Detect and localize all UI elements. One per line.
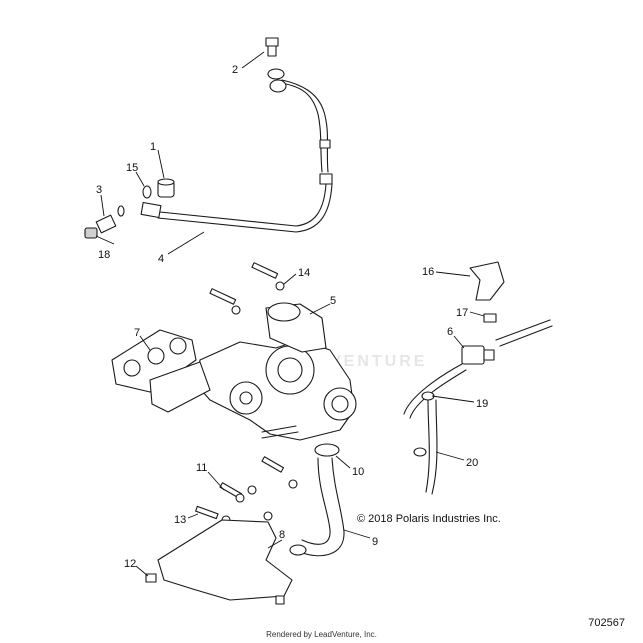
part-12-bolt[interactable] bbox=[145, 573, 285, 605]
part-17-bolt[interactable] bbox=[483, 313, 497, 323]
callout-15: 15 bbox=[126, 162, 138, 174]
callout-17: 17 bbox=[456, 307, 468, 319]
part-9-hose[interactable] bbox=[289, 457, 345, 557]
part-2-banjo-bolt[interactable] bbox=[265, 37, 279, 57]
callout-9: 9 bbox=[372, 536, 378, 548]
leader-lines bbox=[95, 51, 485, 577]
part-4-oil-feed-line[interactable] bbox=[140, 68, 333, 233]
diagram-reference-number: 702567 bbox=[588, 617, 625, 629]
rendered-by-footer: Rendered by LeadVenture, Inc. bbox=[266, 630, 377, 639]
callout-4: 4 bbox=[158, 253, 164, 265]
copyright-notice: © 2018 Polaris Industries Inc. bbox=[357, 513, 501, 525]
callout-12: 12 bbox=[124, 558, 136, 570]
callout-13: 13 bbox=[174, 514, 186, 526]
callout-20: 20 bbox=[466, 457, 478, 469]
part-16-bracket[interactable] bbox=[469, 261, 505, 301]
part-8-heat-shield[interactable] bbox=[157, 511, 293, 601]
callout-2: 2 bbox=[232, 64, 238, 76]
callout-7: 7 bbox=[134, 327, 140, 339]
part-1-fitting[interactable] bbox=[157, 178, 175, 198]
callout-8: 8 bbox=[279, 529, 285, 541]
part-7-gasket[interactable] bbox=[111, 329, 197, 393]
callout-19: 19 bbox=[476, 398, 488, 410]
part-5-turbocharger[interactable] bbox=[149, 302, 357, 441]
callout-18: 18 bbox=[98, 249, 110, 261]
part-15-washer[interactable] bbox=[142, 185, 152, 199]
callout-16: 16 bbox=[422, 266, 434, 278]
watermark-text: VENTURE bbox=[330, 353, 427, 370]
part-11-bolt[interactable] bbox=[219, 456, 298, 503]
callout-1: 1 bbox=[150, 141, 156, 153]
callout-6: 6 bbox=[447, 326, 453, 338]
callout-5: 5 bbox=[330, 295, 336, 307]
callout-11: 11 bbox=[196, 462, 207, 474]
part-20-hose[interactable] bbox=[413, 399, 438, 495]
callout-labels: 1 2 3 4 5 6 7 8 9 10 11 12 13 14 15 16 1… bbox=[96, 64, 488, 570]
part-14-stud[interactable] bbox=[209, 262, 285, 315]
part-6-valve[interactable] bbox=[403, 319, 553, 419]
part-10-clamp[interactable] bbox=[314, 443, 340, 457]
callout-14: 14 bbox=[298, 267, 310, 279]
callout-10: 10 bbox=[352, 466, 364, 478]
part-3-fitting[interactable] bbox=[95, 205, 125, 234]
callout-3: 3 bbox=[96, 184, 102, 196]
part-18-nut[interactable] bbox=[84, 227, 98, 239]
